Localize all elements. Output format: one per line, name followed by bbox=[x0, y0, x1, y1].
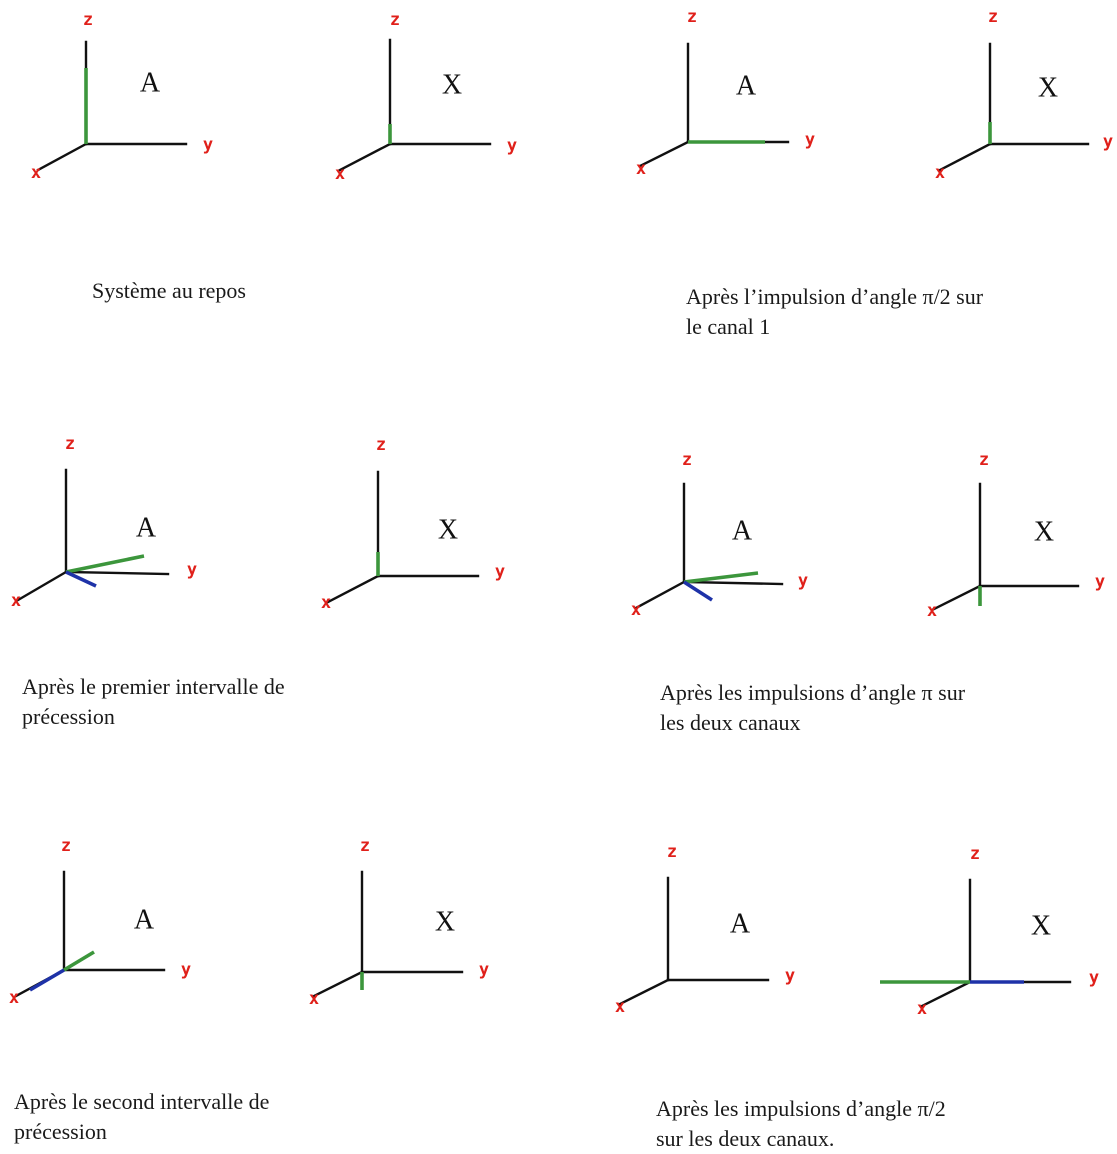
spin-label: A bbox=[140, 68, 161, 99]
caption-line: Après le second intervalle de bbox=[14, 1089, 270, 1114]
y-axis-label: y bbox=[507, 136, 517, 156]
x-axis bbox=[338, 142, 392, 172]
caption-pulse2: Après les impulsions d’angle π/2 sur les… bbox=[656, 1094, 946, 1154]
y-axis bbox=[64, 570, 170, 576]
y-axis-label: y bbox=[203, 135, 213, 155]
caption-line: Après l’impulsion d’angle π/2 sur bbox=[686, 284, 984, 309]
x-axis-label: x bbox=[321, 593, 331, 613]
z-axis-label: z bbox=[360, 836, 370, 856]
green-magnetization-vector bbox=[683, 571, 759, 584]
y-axis bbox=[682, 580, 784, 586]
caption-prec2: Après le second intervalle de précession bbox=[14, 1087, 269, 1147]
caption-line: les deux canaux bbox=[660, 710, 801, 735]
z-axis-label: z bbox=[390, 10, 400, 30]
spin-label: A bbox=[730, 909, 751, 940]
y-axis-label: y bbox=[495, 562, 505, 582]
z-axis-label: z bbox=[65, 434, 75, 454]
y-axis-label: y bbox=[805, 130, 815, 150]
x-axis bbox=[312, 970, 364, 998]
y-axis-label: y bbox=[1095, 572, 1105, 592]
y-axis-label: y bbox=[181, 960, 191, 980]
x-axis-label: x bbox=[11, 591, 21, 611]
panel-pulse1-A: z y x A bbox=[636, 7, 815, 179]
caption-repos: Système au repos bbox=[92, 276, 246, 306]
x-axis bbox=[638, 140, 690, 168]
green-magnetization-vector bbox=[65, 554, 145, 574]
blue-magnetization-vector bbox=[65, 570, 97, 588]
z-axis-label: z bbox=[682, 450, 692, 470]
blue-magnetization-vector bbox=[29, 968, 65, 992]
panel-repos-X: z y x X bbox=[335, 10, 517, 184]
z-axis-label: z bbox=[687, 7, 697, 27]
z-axis-label: z bbox=[988, 7, 998, 27]
y-axis-label: y bbox=[187, 560, 197, 580]
caption-prec1: Après le premier intervalle de précessio… bbox=[22, 672, 285, 732]
x-axis bbox=[634, 580, 686, 610]
caption-pulse1: Après l’impulsion d’angle π/2 sur le can… bbox=[686, 282, 983, 342]
panel-pi-A: z y x A bbox=[631, 450, 808, 620]
blue-magnetization-vector bbox=[683, 580, 713, 602]
x-axis-label: x bbox=[9, 988, 19, 1008]
x-axis-label: x bbox=[615, 997, 625, 1017]
spin-label: X bbox=[1038, 73, 1058, 104]
panel-pulse2-A: z y x A bbox=[615, 842, 795, 1017]
panel-prec2-A: z y x A bbox=[9, 836, 191, 1008]
x-axis-label: x bbox=[309, 989, 319, 1009]
spin-label: X bbox=[1034, 517, 1054, 548]
panel-pulse2-X: z y x X bbox=[880, 844, 1099, 1019]
green-magnetization-vector bbox=[63, 950, 95, 972]
z-axis-label: z bbox=[83, 10, 93, 30]
spin-label: A bbox=[736, 71, 757, 102]
caption-line: Après les impulsions d’angle π/2 bbox=[656, 1096, 946, 1121]
spin-label: A bbox=[732, 516, 753, 547]
x-axis bbox=[938, 142, 992, 172]
x-axis bbox=[16, 570, 68, 602]
x-axis bbox=[618, 978, 670, 1006]
y-axis-label: y bbox=[479, 960, 489, 980]
x-axis-label: x bbox=[31, 163, 41, 183]
caption-pi: Après les impulsions d’angle π sur les d… bbox=[660, 678, 965, 738]
spin-label: A bbox=[134, 905, 155, 936]
panel-prec2-X: z y x X bbox=[309, 836, 489, 1009]
x-axis-label: x bbox=[917, 999, 927, 1019]
z-axis-label: z bbox=[667, 842, 677, 862]
caption-line: sur les deux canaux. bbox=[656, 1126, 835, 1151]
y-axis-label: y bbox=[785, 966, 795, 986]
x-axis bbox=[326, 574, 380, 604]
y-axis-label: y bbox=[1103, 132, 1113, 152]
panel-prec1-X: z y x X bbox=[321, 435, 505, 613]
x-axis-label: x bbox=[335, 164, 345, 184]
z-axis-label: z bbox=[61, 836, 71, 856]
z-axis-label: z bbox=[376, 435, 386, 455]
caption-line: le canal 1 bbox=[686, 314, 771, 339]
y-axis-label: y bbox=[798, 571, 808, 591]
caption-line: Après le premier intervalle de bbox=[22, 674, 285, 699]
x-axis-label: x bbox=[631, 600, 641, 620]
caption-line: Après les impulsions d’angle π sur bbox=[660, 680, 966, 705]
y-axis-label: y bbox=[1089, 968, 1099, 988]
x-axis-label: x bbox=[935, 163, 945, 183]
caption-line: précession bbox=[22, 704, 115, 729]
spin-label: X bbox=[442, 70, 462, 101]
spin-label: X bbox=[1031, 911, 1051, 942]
z-axis-label: z bbox=[970, 844, 980, 864]
x-axis bbox=[920, 980, 972, 1008]
panel-prec1-A: z y x A bbox=[11, 434, 197, 611]
z-axis-label: z bbox=[979, 450, 989, 470]
panel-repos-A: z y x A bbox=[31, 10, 213, 183]
panel-pi-X: z y x X bbox=[927, 450, 1105, 621]
spin-label: A bbox=[136, 513, 157, 544]
panel-pulse1-X: z y x X bbox=[935, 7, 1113, 183]
caption-line: Système au repos bbox=[92, 278, 246, 303]
x-axis bbox=[36, 142, 88, 172]
spin-label: X bbox=[435, 907, 455, 938]
x-axis-label: x bbox=[927, 601, 937, 621]
x-axis bbox=[930, 584, 982, 612]
caption-line: précession bbox=[14, 1119, 107, 1144]
x-axis-label: x bbox=[636, 159, 646, 179]
spin-label: X bbox=[438, 515, 458, 546]
